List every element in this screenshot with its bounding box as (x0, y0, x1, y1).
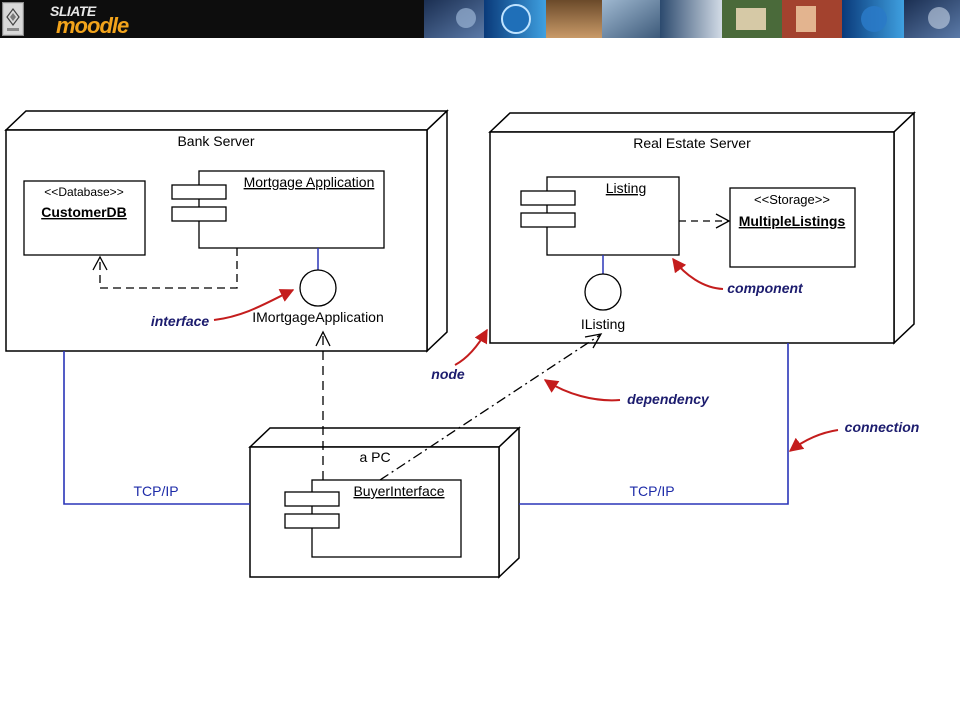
component-listing: Listing (520, 176, 680, 256)
header-banner: SLIATE moodle (0, 0, 960, 38)
interface-lollipop-icon (299, 269, 337, 307)
listing-label: Listing (606, 180, 646, 196)
annotation-connection-label: connection (845, 419, 920, 435)
component-tab-icon (171, 206, 227, 222)
annotation-arrow-icon (454, 328, 488, 366)
dependency-buyer-to-imortgage (315, 330, 331, 480)
dependency-mortgage-to-customer-db (92, 248, 238, 289)
component-buyer-interface: BuyerInterface (284, 479, 462, 558)
component-tab-icon (284, 491, 340, 507)
annotation-node-label: node (431, 366, 465, 382)
component-tab-icon (520, 212, 576, 228)
annotation-node: node (431, 328, 488, 382)
logo-moodle-text: moodle (56, 13, 129, 38)
connection-pc-to-real-estate: TCP/IP (519, 343, 789, 505)
component-tab-icon (284, 513, 340, 529)
mortgage-application-label: Mortgage Application (244, 174, 375, 190)
connection-left-label: TCP/IP (133, 483, 178, 499)
sliate-emblem-icon (2, 2, 24, 36)
annotation-arrow-icon (213, 289, 295, 321)
multiple-listings-stereotype: <<Storage>> (754, 192, 830, 207)
annotation-interface-label: interface (151, 313, 210, 329)
connection-bank-to-pc: TCP/IP (63, 351, 250, 505)
annotation-component: component (672, 257, 804, 296)
imortgage-application-label: IMortgageApplication (252, 309, 384, 325)
interface-lollipop-icon (584, 273, 622, 311)
annotation-arrow-icon (788, 429, 839, 452)
interface-ilisting: IListing (581, 255, 625, 332)
buyer-interface-label: BuyerInterface (353, 483, 444, 499)
node-real-estate-server-label: Real Estate Server (633, 135, 751, 151)
annotation-connection: connection (788, 419, 920, 452)
annotation-arrow-icon (543, 379, 621, 402)
annotation-arrow-icon (672, 257, 724, 290)
interface-imortgage-application: IMortgageApplication (252, 248, 384, 325)
connection-right-label: TCP/IP (629, 483, 674, 499)
logo-sliate-text: SLIATE (50, 3, 96, 19)
component-mortgage-application: Mortgage Application (171, 170, 385, 249)
customer-db-stereotype: <<Database>> (44, 185, 123, 199)
node-bank-server-label: Bank Server (177, 133, 254, 149)
artifact-multiple-listings: <<Storage>> MultipleListings (729, 187, 856, 268)
annotation-dependency-label: dependency (627, 391, 710, 407)
dependency-buyer-to-ilisting (379, 333, 603, 481)
annotation-dependency: dependency (543, 379, 710, 407)
annotation-component-label: component (727, 280, 804, 296)
moodle-logo[interactable]: SLIATE moodle (48, 2, 158, 38)
annotation-interface: interface (151, 289, 295, 329)
node-pc-label: a PC (359, 449, 390, 465)
ilisting-label: IListing (581, 316, 625, 332)
artifact-customer-db: <<Database>> CustomerDB (23, 180, 146, 256)
component-tab-icon (520, 190, 576, 206)
multiple-listings-name: MultipleListings (739, 213, 846, 229)
component-tab-icon (171, 184, 227, 200)
banner-photo-strip (424, 0, 960, 38)
customer-db-name: CustomerDB (41, 204, 127, 220)
dependency-listing-to-multiple-listings (679, 213, 731, 229)
